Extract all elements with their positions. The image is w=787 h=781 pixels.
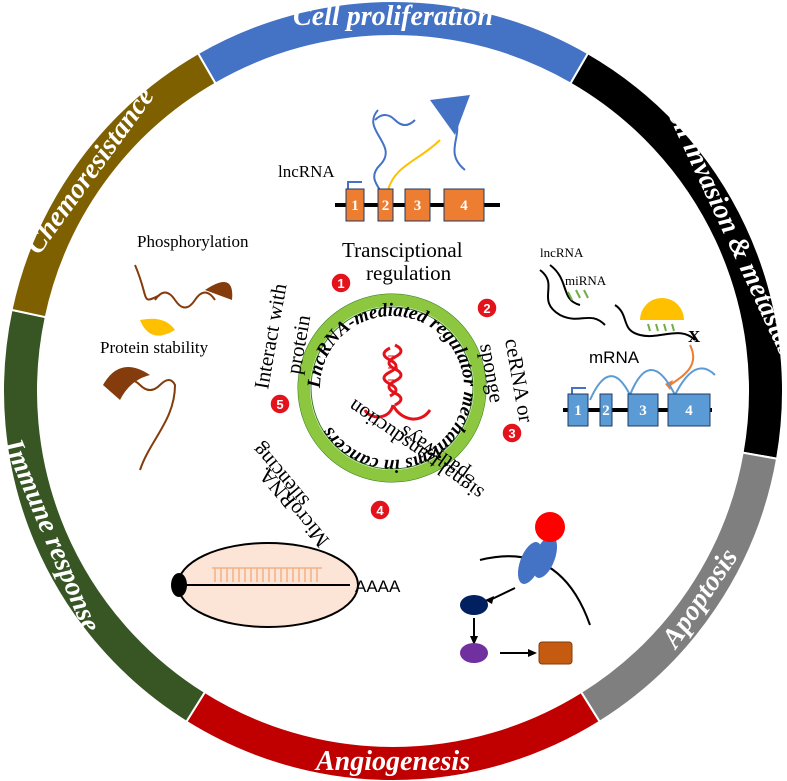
exons-top-exon-2 xyxy=(377,188,394,222)
mirna-seed xyxy=(647,323,675,332)
protein-panel: Phosphorylation Protein stability xyxy=(100,232,249,471)
exons-right-exon-label-1: 1 xyxy=(574,403,582,419)
lncrna-label-top: lncRNA xyxy=(278,162,335,181)
center-ring-inner xyxy=(310,306,474,470)
dna-helix-right xyxy=(449,114,466,171)
receptor-right xyxy=(532,536,558,578)
center-ring xyxy=(298,294,486,482)
signal-arrowhead-3 xyxy=(528,649,537,657)
lncrna-loop-phos xyxy=(154,291,216,309)
lncrna-strand-phos xyxy=(134,264,161,301)
signal-arrow-1 xyxy=(489,587,516,601)
badge-4 xyxy=(369,499,391,521)
lncrna-strand-right xyxy=(539,269,606,326)
badge-3 xyxy=(501,422,523,444)
exons-top-exon-label-4: 4 xyxy=(460,198,468,214)
ago-protein xyxy=(640,298,684,320)
lncrna-strand-right-2 xyxy=(549,264,581,306)
dna-helix-left xyxy=(374,114,416,126)
badge-number-3: 3 xyxy=(508,426,515,441)
exons-top-exon-1 xyxy=(345,188,365,222)
exons-top-exon-label-2: 2 xyxy=(382,198,390,214)
exon-group-top: 1 2 3 4 xyxy=(345,188,485,222)
cerna-arrow xyxy=(669,344,695,386)
ring-segment-chemoresistance xyxy=(10,51,217,319)
exons-right-exon-4 xyxy=(667,393,711,427)
protein-stable xyxy=(103,367,150,400)
mrna-label: mRNA xyxy=(589,348,640,367)
transcription-panel: lncRNA 1 2 3 4 xyxy=(278,95,500,222)
exons-right-exon-1 xyxy=(567,393,589,427)
exons-right-exon-label-2: 2 xyxy=(602,403,610,419)
badge-1 xyxy=(330,272,352,294)
exons-top-exon-4 xyxy=(443,188,485,222)
badge-2 xyxy=(476,297,498,319)
ring-label-immune-response: Immune response xyxy=(0,434,107,637)
mech-1-line-1: Transciptional xyxy=(342,238,463,262)
mirna-duplex xyxy=(212,567,322,582)
polya-label: AAAA xyxy=(355,577,401,596)
badge-number-5: 5 xyxy=(276,397,283,412)
exons-top-exon-label-1: 1 xyxy=(351,198,359,214)
badge-5 xyxy=(269,393,291,415)
badge-number-1: 1 xyxy=(337,276,344,291)
badge-number-2: 2 xyxy=(483,301,490,316)
ring-label-angiogenesis: Angiogenesis xyxy=(314,746,470,777)
mech-5-line-1: Interact with xyxy=(249,281,291,391)
ring-label-cell-proliferation: Cell proliferation xyxy=(293,1,493,32)
phosphorylation-label: Phosphorylation xyxy=(137,232,249,251)
kinase-shape xyxy=(140,318,175,336)
center-rna xyxy=(363,343,432,421)
rna-tail xyxy=(363,404,432,421)
signal-arrowhead-2 xyxy=(470,636,478,645)
badge-number-4: 4 xyxy=(376,503,384,518)
kinase-node xyxy=(460,595,488,615)
mirna-binding xyxy=(567,289,589,301)
ring-label-apoptosis: Apoptosis xyxy=(655,543,745,655)
target-gene-box xyxy=(538,641,573,665)
mech-1-line-2: regulation xyxy=(366,261,452,285)
signal-arrowhead-1 xyxy=(485,596,494,604)
exons-right-exon-label-3: 3 xyxy=(639,403,647,419)
cap-marker xyxy=(171,573,187,597)
exons-right-exon-label-4: 4 xyxy=(685,403,693,419)
lncrna-strand-stable xyxy=(119,379,177,471)
exons-right-exon-3 xyxy=(627,393,659,427)
mirna-label: miRNA xyxy=(565,273,607,288)
mirna-complex-strand xyxy=(614,304,696,341)
protein-phos xyxy=(205,282,233,300)
exons-top-exon-3 xyxy=(404,188,431,222)
ring-segment-apoptosis xyxy=(579,451,779,724)
effector-node xyxy=(460,643,488,663)
rna-hairpin-2 xyxy=(382,346,398,398)
mrna-strand xyxy=(589,367,716,401)
lncrna-label-right: lncRNA xyxy=(540,245,584,260)
signal-panel xyxy=(460,512,591,665)
exon-group-right: 1 2 3 4 xyxy=(567,393,711,427)
exons-right-exon-2 xyxy=(599,393,613,427)
stability-label: Protein stability xyxy=(100,338,209,357)
exons-top-exon-label-3: 3 xyxy=(414,198,422,214)
microrna-panel: AAAA xyxy=(171,542,401,628)
mechanism-badges: 1 2 3 4 5 xyxy=(269,272,523,521)
block-x: X xyxy=(688,327,701,346)
cerna-panel: lncRNA miRNA X mRNA 1 2 3 4 xyxy=(539,245,716,427)
regulation-arrow xyxy=(387,139,441,191)
ligand xyxy=(535,512,565,542)
